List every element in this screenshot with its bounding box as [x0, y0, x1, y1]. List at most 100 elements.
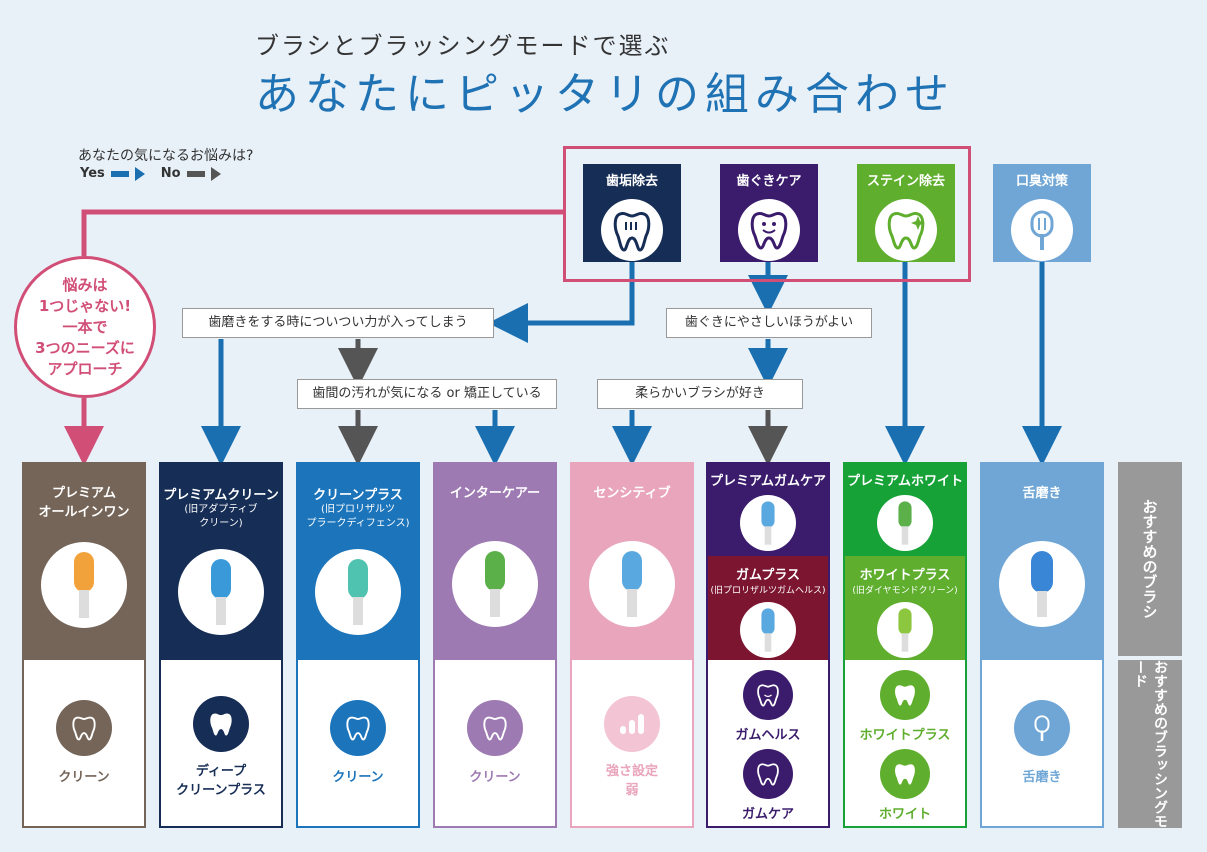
legend: Yes No — [80, 166, 231, 181]
bubble-line: 悩みは — [62, 275, 108, 294]
mode-label: 弱 — [625, 783, 639, 798]
tongue-mode-icon — [1014, 700, 1070, 756]
question-gentle: 歯ぐきにやさしいほうがよい — [666, 308, 872, 338]
clean-mode-icon — [330, 700, 386, 756]
column-header: プレミアムホワイト — [845, 464, 965, 556]
side-label-text: おすすめのブラッシングモード — [1132, 660, 1168, 828]
brush-name: プレミアムクリーン — [163, 488, 279, 503]
clean-mode-icon — [467, 700, 523, 756]
concern-group-frame — [563, 146, 971, 282]
column-header: プレミアム オールインワン — [24, 464, 144, 660]
brush-head-image — [315, 549, 401, 635]
brush-head-image — [41, 542, 127, 628]
column-premium-clean[interactable]: プレミアムクリーン (旧アダプティブ クリーン) ディープ クリーンプラス — [159, 462, 283, 828]
concern-label: ステイン除去 — [866, 174, 945, 189]
legend-question: あなたの気になるお悩みは? — [78, 148, 254, 164]
concern-label: 歯ぐきケア — [736, 174, 802, 189]
brush-name: 舌磨き — [1022, 486, 1062, 501]
mode-label: ガムケア — [741, 807, 794, 822]
question-pressure: 歯磨きをする時についつい力が入ってしまう — [182, 308, 494, 338]
clean-mode-icon — [56, 700, 112, 756]
column-subheader: ガムプラス (旧プロリザルツガムヘルス) — [708, 556, 828, 660]
bubble-line: 1つじゃない! — [38, 296, 132, 315]
tooth-brush-icon — [601, 199, 663, 261]
mode-label: クリーンプラス — [176, 783, 266, 798]
column-header: インターケアー — [435, 464, 555, 660]
tongue-cleaner-icon — [1011, 199, 1073, 261]
multi-need-bubble: 悩みは 1つじゃない! 一本で 3つのニーズに アプローチ — [14, 256, 156, 398]
mode-label: クリーン — [332, 770, 384, 785]
legend-no-label: No — [160, 166, 181, 181]
mode-label: 強さ設定 — [605, 764, 658, 779]
white-plus-icon — [880, 670, 930, 720]
column-header: プレミアムクリーン (旧アダプティブ クリーン) — [161, 464, 281, 660]
brush-name: センシティブ — [593, 486, 671, 501]
brush-name: プレミアム — [51, 486, 117, 501]
concern-breath[interactable]: 口臭対策 — [993, 164, 1091, 262]
column-premium-gumcare[interactable]: プレミアムガムケア ガムプラス (旧プロリザルツガムヘルス) ガムヘルス ガムケ… — [706, 462, 830, 828]
brush-name: クリーンプラス — [313, 488, 403, 503]
column-header: クリーンプラス (旧プロリザルツ プラークディフェンス) — [298, 464, 418, 660]
smiling-tooth-icon — [738, 199, 800, 261]
concern-plaque[interactable]: 歯垢除去 — [583, 164, 681, 262]
brush-name: オールインワン — [38, 505, 130, 520]
concern-stain[interactable]: ステイン除去 — [857, 164, 955, 262]
brush-head-image — [452, 541, 538, 627]
gum-care-icon — [743, 749, 793, 799]
bubble-line: 3つのニーズに — [35, 338, 135, 357]
brush-former-name: (旧プロリザルツガムヘルス) — [710, 586, 826, 596]
mode-label: クリーン — [469, 770, 521, 785]
concern-gum[interactable]: 歯ぐきケア — [720, 164, 818, 262]
white-mode-icon — [880, 749, 930, 799]
brush-name: インターケアー — [449, 486, 541, 501]
mode-label: ガムヘルス — [735, 728, 801, 743]
intensity-low-icon — [604, 696, 660, 752]
brush-head-image — [999, 541, 1085, 627]
side-label-mode: おすすめのブラッシングモード — [1118, 660, 1182, 828]
gum-health-icon — [743, 670, 793, 720]
brush-head-image — [740, 495, 796, 551]
column-header: プレミアムガムケア — [708, 464, 828, 556]
brush-former-name: (旧プロリザルツ — [321, 504, 395, 515]
mode-label: 舌磨き — [1022, 770, 1062, 785]
column-sensitive[interactable]: センシティブ 強さ設定 弱 — [570, 462, 694, 828]
sparkle-tooth-icon — [875, 199, 937, 261]
brush-name: プレミアムガムケア — [709, 474, 827, 489]
brush-name: プレミアムホワイト — [846, 474, 964, 489]
column-tongue-care[interactable]: 舌磨き 舌磨き — [980, 462, 1104, 828]
brush-name: ホワイトプラス — [859, 568, 951, 583]
question-interdental: 歯間の汚れが気になる or 矯正している — [297, 379, 557, 409]
subtitle: ブラシとブラッシングモードで選ぶ — [255, 32, 671, 60]
mode-label: ホワイト — [878, 807, 931, 822]
brush-former-name: (旧アダプティブ — [184, 504, 258, 515]
column-subheader: ホワイトプラス (旧ダイヤモンドクリーン) — [845, 556, 965, 660]
side-label-text: おすすめのブラシ — [1140, 499, 1159, 619]
mode-label: ディープ — [195, 764, 247, 779]
brush-head-image — [740, 602, 796, 658]
no-arrow-icon — [186, 170, 205, 177]
concern-label: 歯垢除去 — [605, 174, 658, 189]
column-header: センシティブ — [572, 464, 692, 660]
concern-label: 口臭対策 — [1015, 174, 1068, 189]
column-premium-white[interactable]: プレミアムホワイト ホワイトプラス (旧ダイヤモンドクリーン) ホワイトプラス … — [843, 462, 967, 828]
brush-former-name: クリーン) — [199, 518, 243, 529]
brush-former-name: (旧ダイヤモンドクリーン) — [852, 586, 958, 596]
question-soft: 柔らかいブラシが好き — [597, 379, 803, 409]
brush-former-name: プラークディフェンス) — [306, 518, 410, 529]
bubble-line: 一本で — [62, 317, 108, 336]
brush-head-image — [589, 541, 675, 627]
column-header: 舌磨き — [982, 464, 1102, 660]
brush-head-image — [178, 549, 264, 635]
column-premium-allinone[interactable]: プレミアム オールインワン クリーン — [22, 462, 146, 828]
brush-head-image — [877, 495, 933, 551]
mode-label: ホワイトプラス — [859, 728, 951, 743]
deep-clean-plus-icon — [193, 696, 249, 752]
mode-label: クリーン — [58, 770, 110, 785]
column-intercare[interactable]: インターケアー クリーン — [433, 462, 557, 828]
bubble-line: アプローチ — [47, 359, 123, 378]
legend-yes-label: Yes — [80, 166, 105, 181]
page-title: あなたにピッタリの組み合わせ — [255, 69, 955, 120]
brush-name: ガムプラス — [736, 568, 800, 583]
column-clean-plus[interactable]: クリーンプラス (旧プロリザルツ プラークディフェンス) クリーン — [296, 462, 420, 828]
